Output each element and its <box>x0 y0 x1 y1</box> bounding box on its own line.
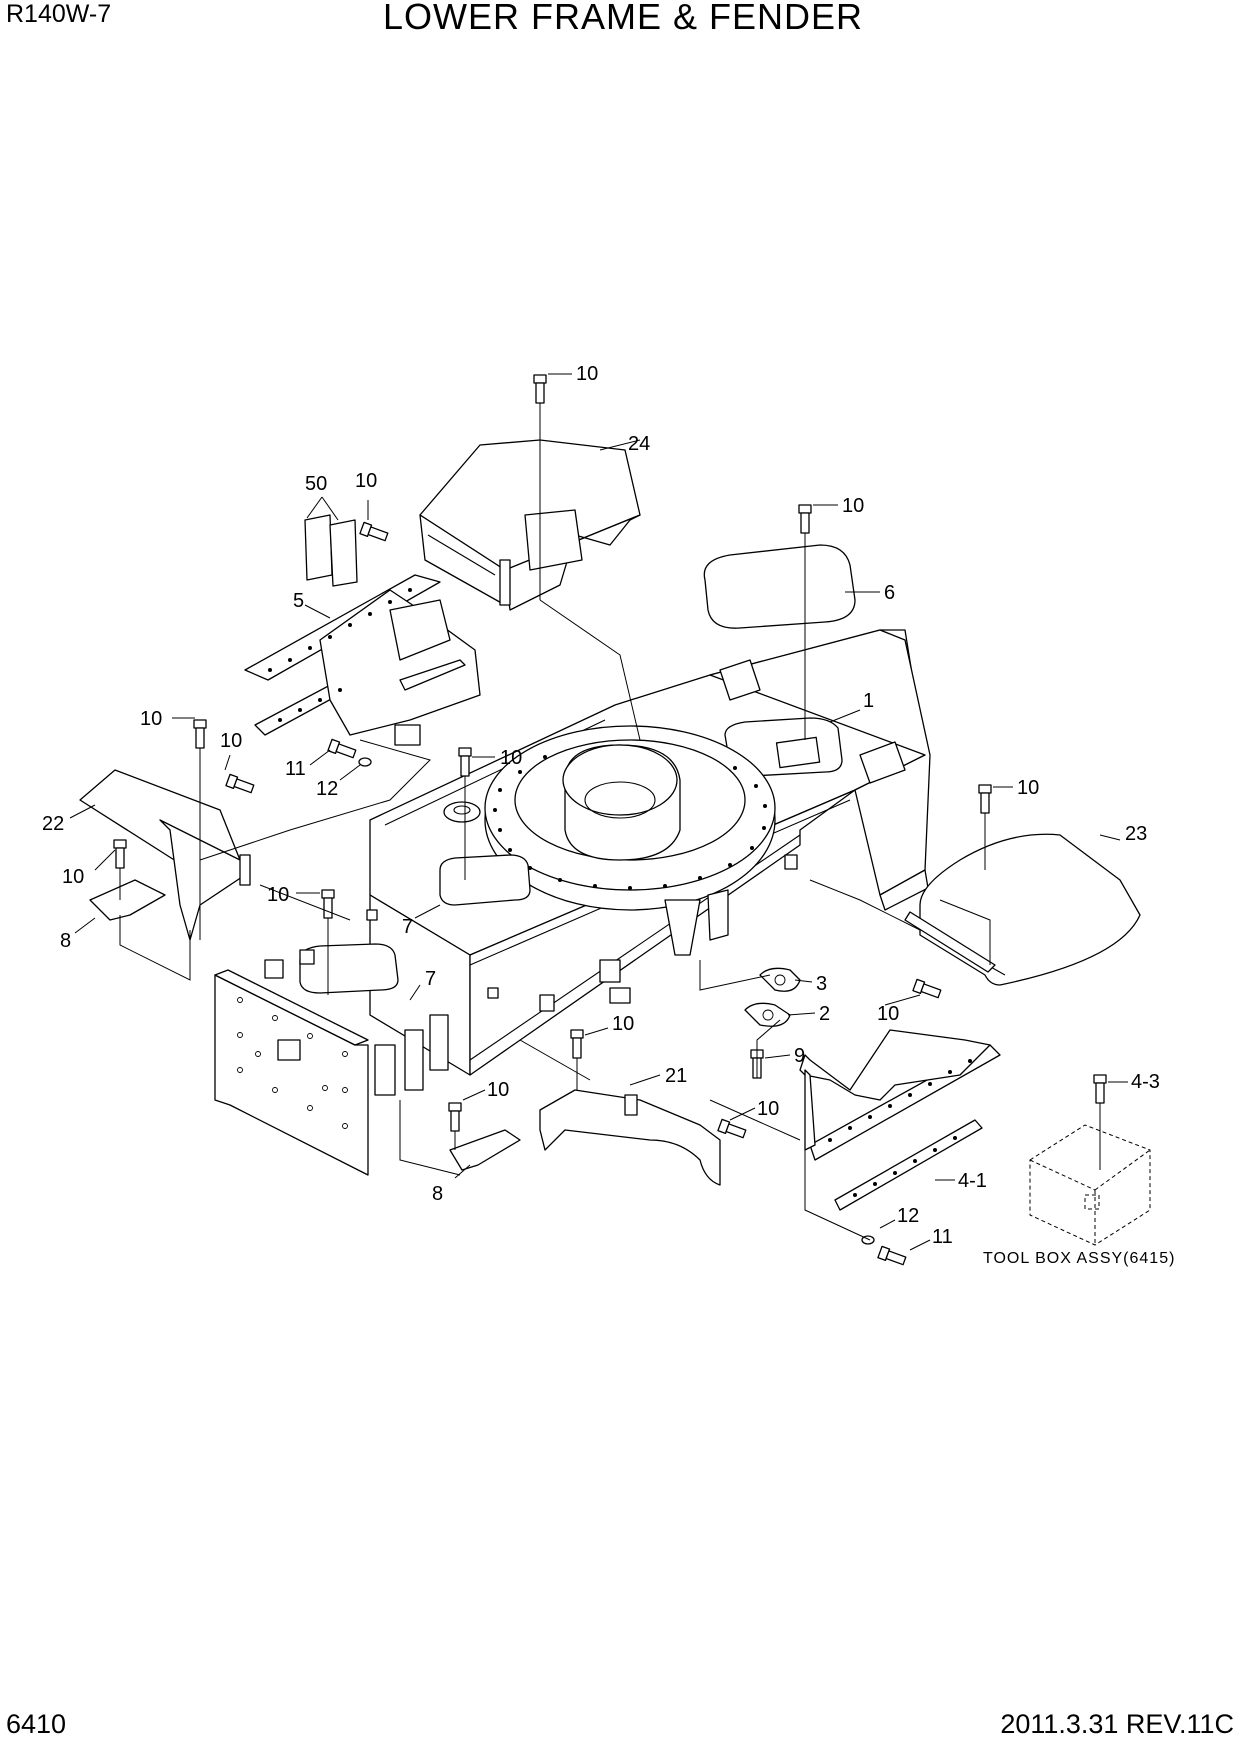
callout-8-a: 8 <box>60 930 71 952</box>
callout-11-a: 11 <box>285 758 306 780</box>
callout-5: 5 <box>293 590 304 612</box>
callout-10-g: 10 <box>62 866 84 888</box>
part-8-brackets <box>89 879 521 1171</box>
callout-11-b: 11 <box>932 1226 953 1248</box>
callout-12-a: 12 <box>316 778 338 800</box>
callout-50: 50 <box>305 473 327 495</box>
callout-12-b: 12 <box>897 1205 919 1227</box>
step-4-1-treads <box>828 1059 972 1197</box>
callout-labels: 10 24 50 10 10 6 5 1 10 10 10 11 12 22 1… <box>42 363 1175 1267</box>
page-title: LOWER FRAME & FENDER <box>383 0 864 37</box>
revision-stamp: 2011.3.31 REV.11C <box>1000 1709 1234 1739</box>
callout-10-j: 10 <box>877 1003 899 1025</box>
callout-leaders <box>69 373 1128 1251</box>
part-24-rear-cover <box>419 439 641 611</box>
callout-10-k: 10 <box>612 1013 634 1035</box>
end-plate-holes <box>237 997 348 1129</box>
callout-10-f: 10 <box>500 747 522 769</box>
callout-7-a: 7 <box>402 916 413 938</box>
tool-box-assy <box>1029 1124 1151 1246</box>
model-number: R140W-7 <box>6 0 112 28</box>
callout-23: 23 <box>1125 823 1147 845</box>
callout-10-e: 10 <box>220 730 242 752</box>
assembly-lines <box>119 403 1101 1241</box>
callout-21: 21 <box>665 1065 687 1087</box>
step-5-treads <box>268 588 412 722</box>
part-5-step <box>244 574 481 746</box>
lower-frame <box>214 629 931 1176</box>
callout-10-l: 10 <box>757 1098 779 1120</box>
callout-22: 22 <box>42 813 64 835</box>
callout-7-b: 7 <box>425 968 436 990</box>
part-23-fender <box>904 833 1141 986</box>
page-number: 6410 <box>6 1709 67 1739</box>
callout-1: 1 <box>863 690 874 712</box>
callout-10-i: 10 <box>267 884 289 906</box>
callout-10-m: 10 <box>487 1079 509 1101</box>
callout-24: 24 <box>628 433 650 455</box>
callout-10-d: 10 <box>140 708 162 730</box>
callout-10-b: 10 <box>355 470 377 492</box>
callout-6: 6 <box>884 582 895 604</box>
ring-bolt-holes <box>493 755 767 890</box>
part-21-fender <box>539 1089 721 1186</box>
callout-10-top: 10 <box>576 363 598 385</box>
callout-10-c: 10 <box>842 495 864 517</box>
part-6-cover-plate <box>703 544 856 629</box>
toolbox-reference-note: TOOL BOX ASSY(6415) <box>983 1250 1175 1267</box>
callout-8-b: 8 <box>432 1183 443 1205</box>
callout-3: 3 <box>816 973 827 995</box>
callout-9: 9 <box>794 1045 805 1067</box>
part-50-pads <box>304 514 358 587</box>
callout-4-1: 4-1 <box>958 1170 987 1192</box>
part-4-1-step <box>799 1029 1001 1211</box>
callout-2: 2 <box>819 1003 830 1025</box>
callout-4-3: 4-3 <box>1131 1071 1160 1093</box>
parts-2-3-plates <box>744 967 801 1027</box>
callout-10-h: 10 <box>1017 777 1039 799</box>
